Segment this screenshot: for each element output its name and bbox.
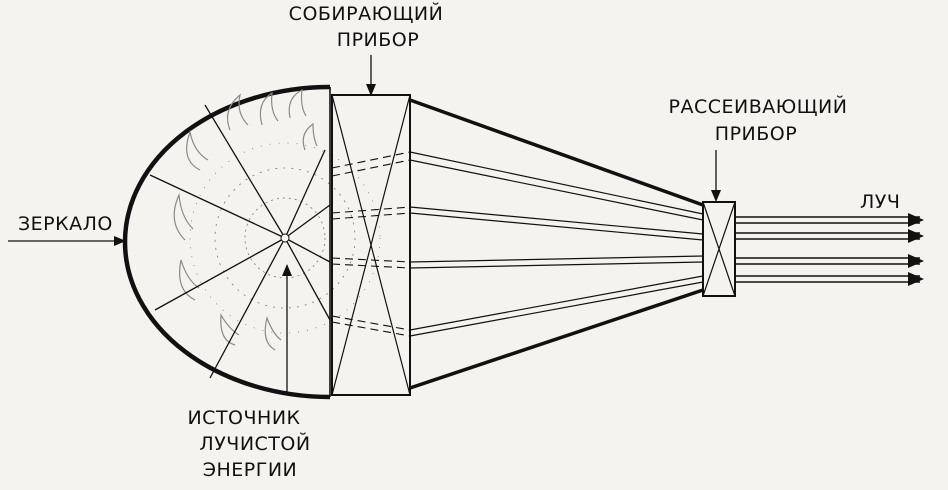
label-beam: ЛУЧ	[860, 191, 900, 213]
collecting-device	[331, 94, 411, 396]
ray	[284, 237, 331, 263]
flame-lick	[179, 259, 200, 301]
label-diffuser-line2: ПРИБОР	[715, 123, 797, 145]
ray	[284, 237, 331, 321]
radiant-rays	[149, 104, 331, 379]
converging-ray	[409, 212, 704, 241]
diffuser-diagonal	[702, 201, 736, 297]
arrowhead-icon	[366, 84, 376, 96]
flame-lick	[288, 88, 307, 119]
flame-lick	[186, 129, 209, 171]
source-glow	[189, 142, 381, 334]
mirror	[122, 84, 331, 400]
glow-ring	[214, 167, 356, 309]
converging-ray	[409, 159, 704, 221]
flame-lick	[220, 313, 240, 346]
converging-ray	[409, 151, 704, 215]
dashed-ray	[331, 159, 411, 177]
ray	[154, 237, 286, 311]
beam-arrowheads	[908, 213, 924, 286]
glow-ring	[189, 142, 381, 334]
output-beam	[735, 216, 920, 283]
collector-diagonal	[331, 94, 411, 396]
flame-lick	[259, 91, 279, 126]
arrowhead-icon	[282, 264, 292, 276]
converging-ray	[409, 275, 704, 331]
arrowhead-icon	[114, 236, 126, 246]
dashed-ray	[331, 263, 411, 269]
converging-ray	[409, 255, 704, 263]
converging-cone	[409, 98, 704, 390]
ray	[209, 237, 286, 379]
cone-top-edge	[409, 98, 704, 207]
dashed-ray	[331, 212, 411, 220]
mirror-arc	[122, 84, 331, 400]
arrowhead-icon	[908, 229, 924, 243]
flame-lick	[302, 122, 318, 151]
label-source-line1: ИСТОЧНИК	[187, 407, 300, 429]
glow-ring	[244, 197, 326, 279]
arrowhead-icon	[711, 190, 721, 202]
energy-source-point	[280, 233, 290, 243]
diffusing-device	[702, 201, 736, 297]
dashed-ray	[331, 321, 411, 337]
collector-dashed-rays	[331, 151, 411, 337]
converging-rays	[409, 151, 704, 337]
arrowhead-icon	[908, 213, 924, 227]
flame-lick	[264, 315, 282, 351]
converging-ray	[409, 261, 704, 269]
arrowhead-icon	[908, 272, 924, 286]
label-source-line2: ЛУЧИСТОЙ	[199, 432, 310, 455]
arrowhead-icon	[908, 254, 924, 268]
ray	[284, 204, 331, 239]
converging-ray	[409, 206, 704, 235]
ray	[204, 104, 286, 239]
label-source-line3: ЭНЕРГИИ	[203, 459, 298, 481]
label-diffuser-line1: РАССЕИВАЮЩИЙ	[669, 95, 848, 118]
label-collector-line2: ПРИБОР	[337, 29, 419, 51]
diffuser-box	[702, 201, 736, 297]
dashed-ray	[331, 315, 411, 331]
ray	[284, 149, 326, 239]
dashed-ray	[331, 257, 411, 263]
flame-lick	[173, 192, 194, 241]
converging-ray	[409, 281, 704, 337]
pointer-arrowheads	[114, 84, 721, 276]
ray	[149, 174, 286, 239]
flame-lick	[227, 93, 249, 131]
dashed-ray	[331, 206, 411, 214]
dashed-ray	[331, 151, 411, 169]
label-collector-line1: СОБИРАЮЩИЙ	[289, 2, 444, 25]
label-mirror: ЗЕРКАЛО	[18, 213, 113, 235]
cone-bottom-edge	[409, 288, 704, 390]
